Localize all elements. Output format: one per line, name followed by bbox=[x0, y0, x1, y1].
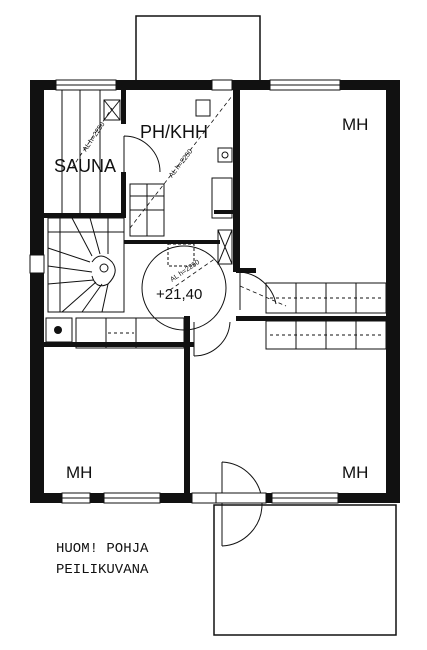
staircase bbox=[47, 217, 125, 313]
room-label-bedroom-bottom-left: MH bbox=[66, 463, 92, 482]
bedroom-door-upper-dash bbox=[239, 285, 287, 307]
bedroom-door-upper[interactable] bbox=[239, 271, 277, 310]
hall-turning-circle bbox=[141, 243, 227, 331]
windows bbox=[29, 79, 341, 504]
room-label-wash: PH/KHH bbox=[140, 122, 208, 142]
column bbox=[45, 317, 73, 343]
room-label-bedroom-top-right: MH bbox=[342, 115, 368, 134]
balcony-door-gap bbox=[215, 492, 267, 504]
note-line-1: HUOM! POHJA bbox=[56, 541, 149, 557]
wash-fixtures bbox=[129, 99, 233, 265]
balcony-door[interactable] bbox=[221, 461, 263, 547]
sauna-benches bbox=[61, 90, 121, 213]
level-label: +21,40 bbox=[156, 286, 202, 303]
room-label-sauna: SAUNA bbox=[54, 156, 116, 176]
ceiling-height-1: AL h=2250 bbox=[82, 121, 107, 153]
ceiling-height-lines bbox=[71, 95, 233, 291]
bedroom-door-lower[interactable] bbox=[193, 321, 231, 357]
sauna-door[interactable] bbox=[123, 135, 161, 173]
balcony-top bbox=[135, 15, 261, 83]
note-line-2: PEILIKUVANA bbox=[56, 562, 149, 578]
ceiling-height-3: AL h=2250 bbox=[169, 259, 201, 284]
wardrobes bbox=[75, 282, 387, 350]
ceiling-height-2: AL h=2250 bbox=[168, 148, 194, 179]
room-label-bedroom-bottom-right: MH bbox=[342, 463, 368, 482]
interior-walls bbox=[44, 90, 386, 493]
balcony-bottom bbox=[213, 504, 397, 636]
